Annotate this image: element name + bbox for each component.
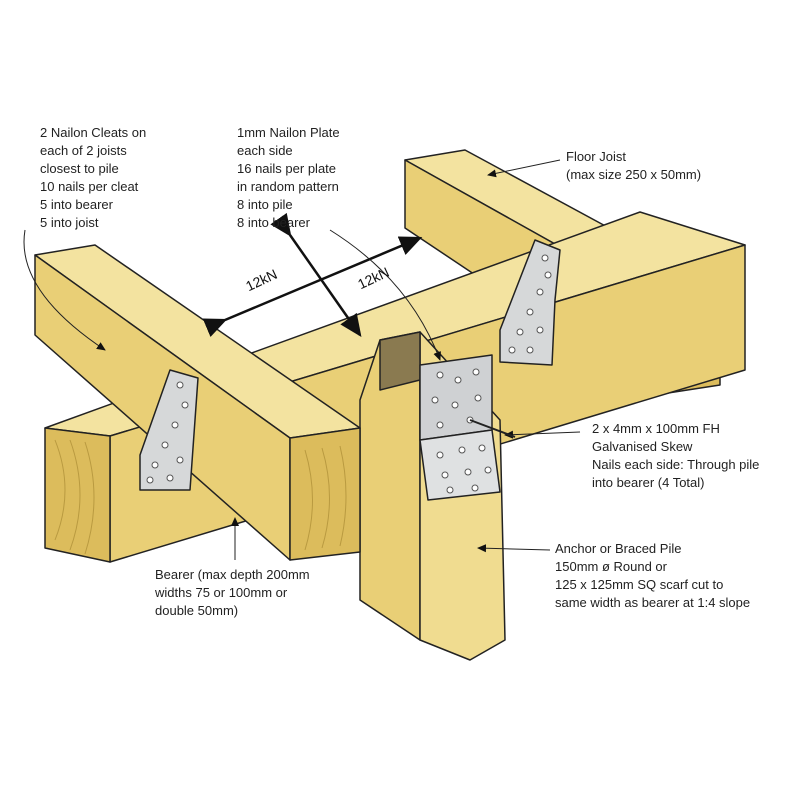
text-line: same width as bearer at 1:4 slope — [555, 595, 751, 610]
text-line: 8 into bearer — [237, 215, 310, 230]
text-line: Bearer (max depth 200mm — [155, 567, 310, 582]
force-arrows — [202, 212, 423, 338]
text-line: widths 75 or 100mm or — [155, 585, 288, 600]
callout-cleats: 2 Nailon Cleats on each of 2 joists closes… — [40, 124, 146, 232]
text-line: 125 x 125mm SQ scarf cut to — [555, 577, 724, 592]
callout-floor-joist: Floor Joist (max size 250 x 50mm) — [566, 148, 701, 184]
text-line: Floor Joist — [566, 149, 626, 164]
callout-pile: Anchor or Braced Pile 150mm ø Round or 125… — [555, 540, 750, 612]
text-line: in random pattern — [237, 179, 339, 194]
text-line: 2 Nailon Cleats on — [40, 125, 147, 140]
text-line: 150mm ø Round or — [555, 559, 667, 574]
text-line: 2 x 4mm x 100mm FH — [592, 421, 720, 436]
text-line: 5 into joist — [40, 215, 99, 230]
text-line: Galvanised Skew — [592, 439, 693, 454]
text-line: each side — [237, 143, 293, 158]
nail-holes — [146, 254, 552, 494]
text-line: closest to pile — [40, 161, 119, 176]
text-line: Anchor or Braced Pile — [555, 541, 682, 556]
text-line: 16 nails per plate — [237, 161, 337, 176]
text-line: 1mm Nailon Plate — [237, 125, 340, 140]
text-line: into bearer (4 Total) — [592, 475, 705, 490]
text-line: 10 nails per cleat — [40, 179, 139, 194]
text-line: 5 into bearer — [40, 197, 113, 212]
text-line: 8 into pile — [237, 197, 293, 212]
callout-plate: 1mm Nailon Plate each side 16 nails per pl… — [237, 124, 340, 232]
text-line: double 50mm) — [155, 603, 239, 618]
nailon-cleat-right — [499, 239, 561, 366]
leader-lines — [23, 159, 581, 560]
text-line: (max size 250 x 50mm) — [566, 167, 702, 182]
callout-bearer: Bearer (max depth 200mm widths 75 or 100m… — [155, 566, 310, 620]
text-line: each of 2 joists — [40, 143, 127, 158]
text-line: Nails each side: Through pile — [592, 457, 760, 472]
